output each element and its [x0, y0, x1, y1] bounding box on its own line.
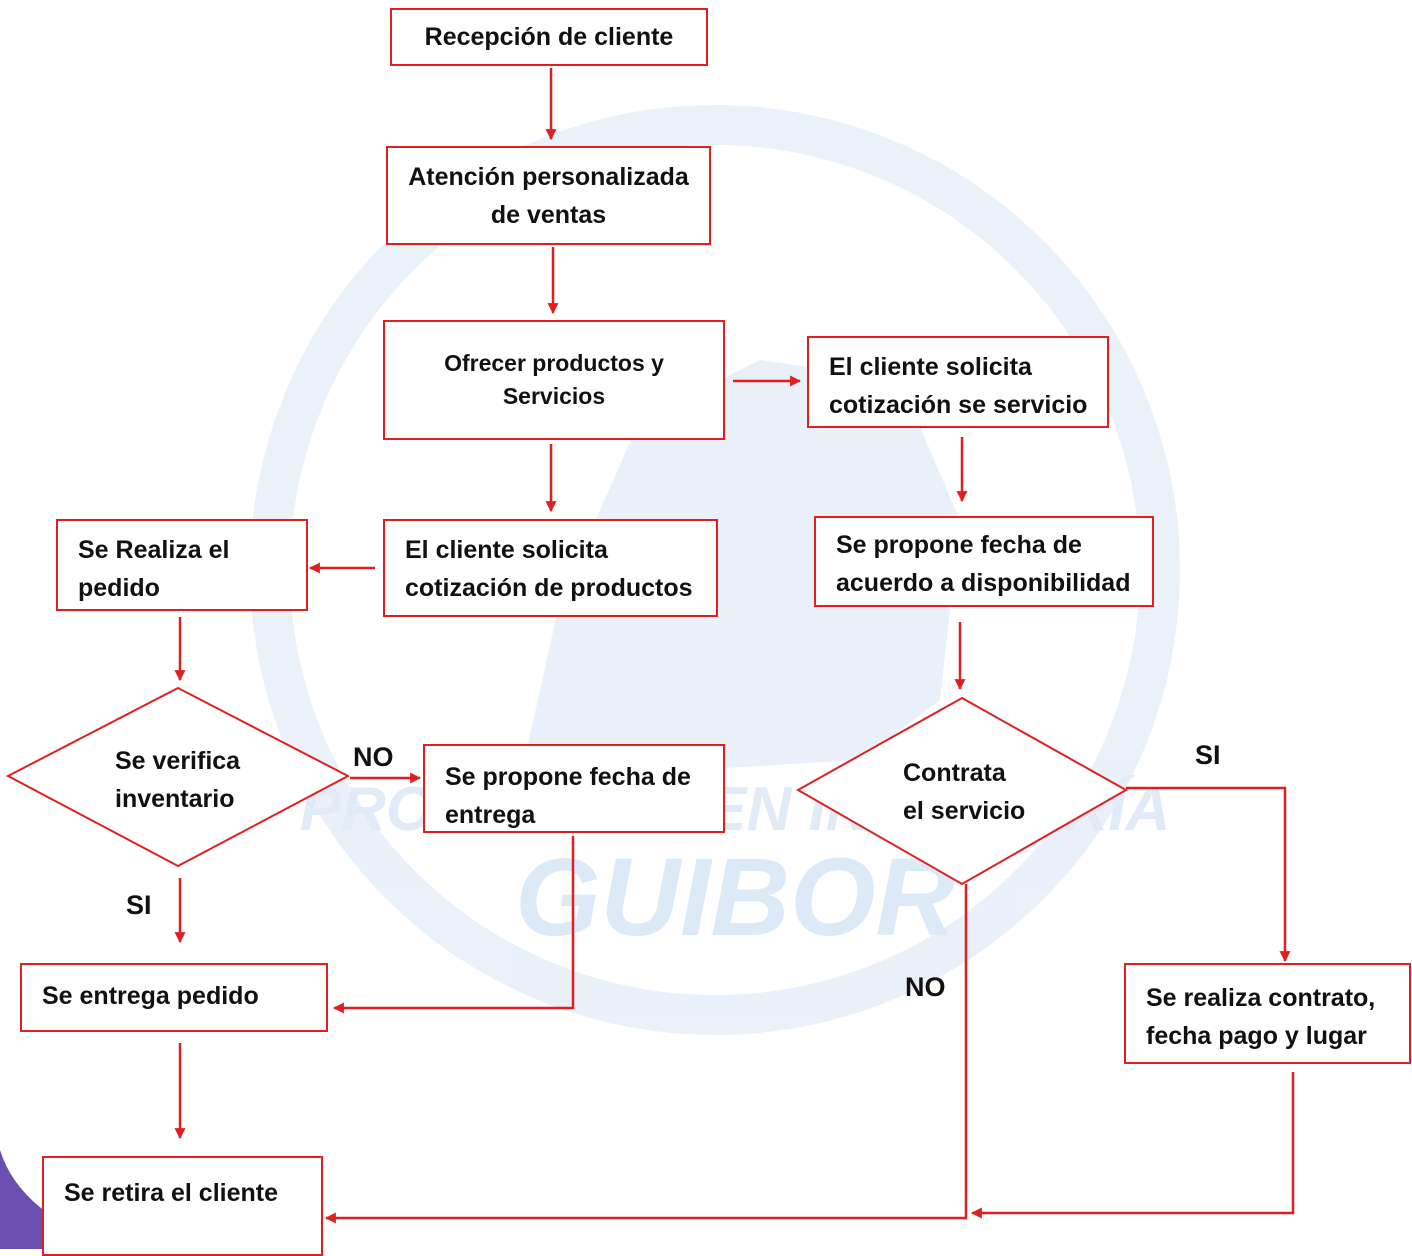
decision-text: el servicio: [903, 797, 1026, 825]
process-text: de ventas: [490, 200, 607, 229]
process-text: Se retira el cliente: [64, 1179, 279, 1207]
decision-text: Contrata: [903, 759, 1006, 787]
process-text: Ofrecer productos y: [444, 350, 664, 376]
process-entrega-pedido: Se entrega pedido: [20, 963, 328, 1032]
process-text: acuerdo a disponibilidad: [836, 569, 1131, 597]
process-recepcion-cliente: Recepción de cliente: [390, 8, 708, 66]
watermark-line2: GUIBOR: [515, 836, 955, 959]
process-text: entrega: [445, 801, 536, 829]
process-solicita-cotizacion-productos: El cliente solicita cotización de produc…: [383, 519, 718, 617]
arrow-contrata-no-retira: [324, 884, 968, 1224]
decision-contrata-servicio: Contrata el servicio: [903, 754, 1025, 830]
process-text: Servicios: [502, 383, 606, 409]
label-no-inventario: NO: [353, 742, 394, 772]
process-realiza-contrato: Se realiza contrato, fecha pago y lugar: [1124, 963, 1411, 1064]
decision-verifica-inventario: Se verifica inventario: [115, 742, 240, 818]
process-retira-cliente: Se retira el cliente: [42, 1156, 323, 1256]
process-realiza-pedido: Se Realiza el pedido: [56, 519, 308, 611]
label-si-contrata: SI: [1195, 740, 1221, 770]
process-text: El cliente solicita: [829, 353, 1032, 381]
process-text: Se Realiza el: [78, 536, 230, 564]
process-text: El cliente solicita: [405, 536, 608, 564]
arrow-contrata-si-contrato: [1126, 786, 1291, 963]
label-no-contrata: NO: [905, 972, 946, 1002]
decision-verifica-shape: [5, 686, 351, 868]
process-text: Se propone fecha de: [445, 763, 691, 791]
process-text: Se propone fecha de: [836, 531, 1082, 559]
decision-text: inventario: [115, 785, 235, 813]
decision-contrata-shape: [795, 696, 1129, 886]
process-text: cotización se servicio: [829, 391, 1088, 419]
corner-decoration: [0, 1150, 120, 1249]
label-si-inventario: SI: [126, 890, 152, 920]
decision-text: Se verifica: [115, 747, 241, 775]
process-text: pedido: [78, 574, 160, 602]
process-text: Atención personalizada: [408, 162, 689, 191]
process-text: Se realiza contrato,: [1146, 984, 1376, 1012]
process-propone-fecha-disponibilidad: Se propone fecha de acuerdo a disponibil…: [814, 516, 1154, 607]
arrow-contrato-retira: [970, 1072, 1295, 1219]
process-ofrecer-productos: Ofrecer productos y Servicios: [383, 320, 725, 440]
process-solicita-cotizacion-servicio: El cliente solicita cotización se servic…: [807, 336, 1109, 428]
process-text: Se entrega pedido: [42, 982, 259, 1010]
process-text: fecha pago y lugar: [1146, 1022, 1367, 1050]
arrow-propone-entrega-entrega: [332, 836, 575, 1014]
process-propone-fecha-entrega: Se propone fecha de entrega: [423, 744, 725, 833]
process-text: Recepción de cliente: [424, 23, 674, 51]
process-atencion-personalizada: Atención personalizada de ventas: [386, 146, 711, 245]
process-text: cotización de productos: [405, 574, 693, 602]
